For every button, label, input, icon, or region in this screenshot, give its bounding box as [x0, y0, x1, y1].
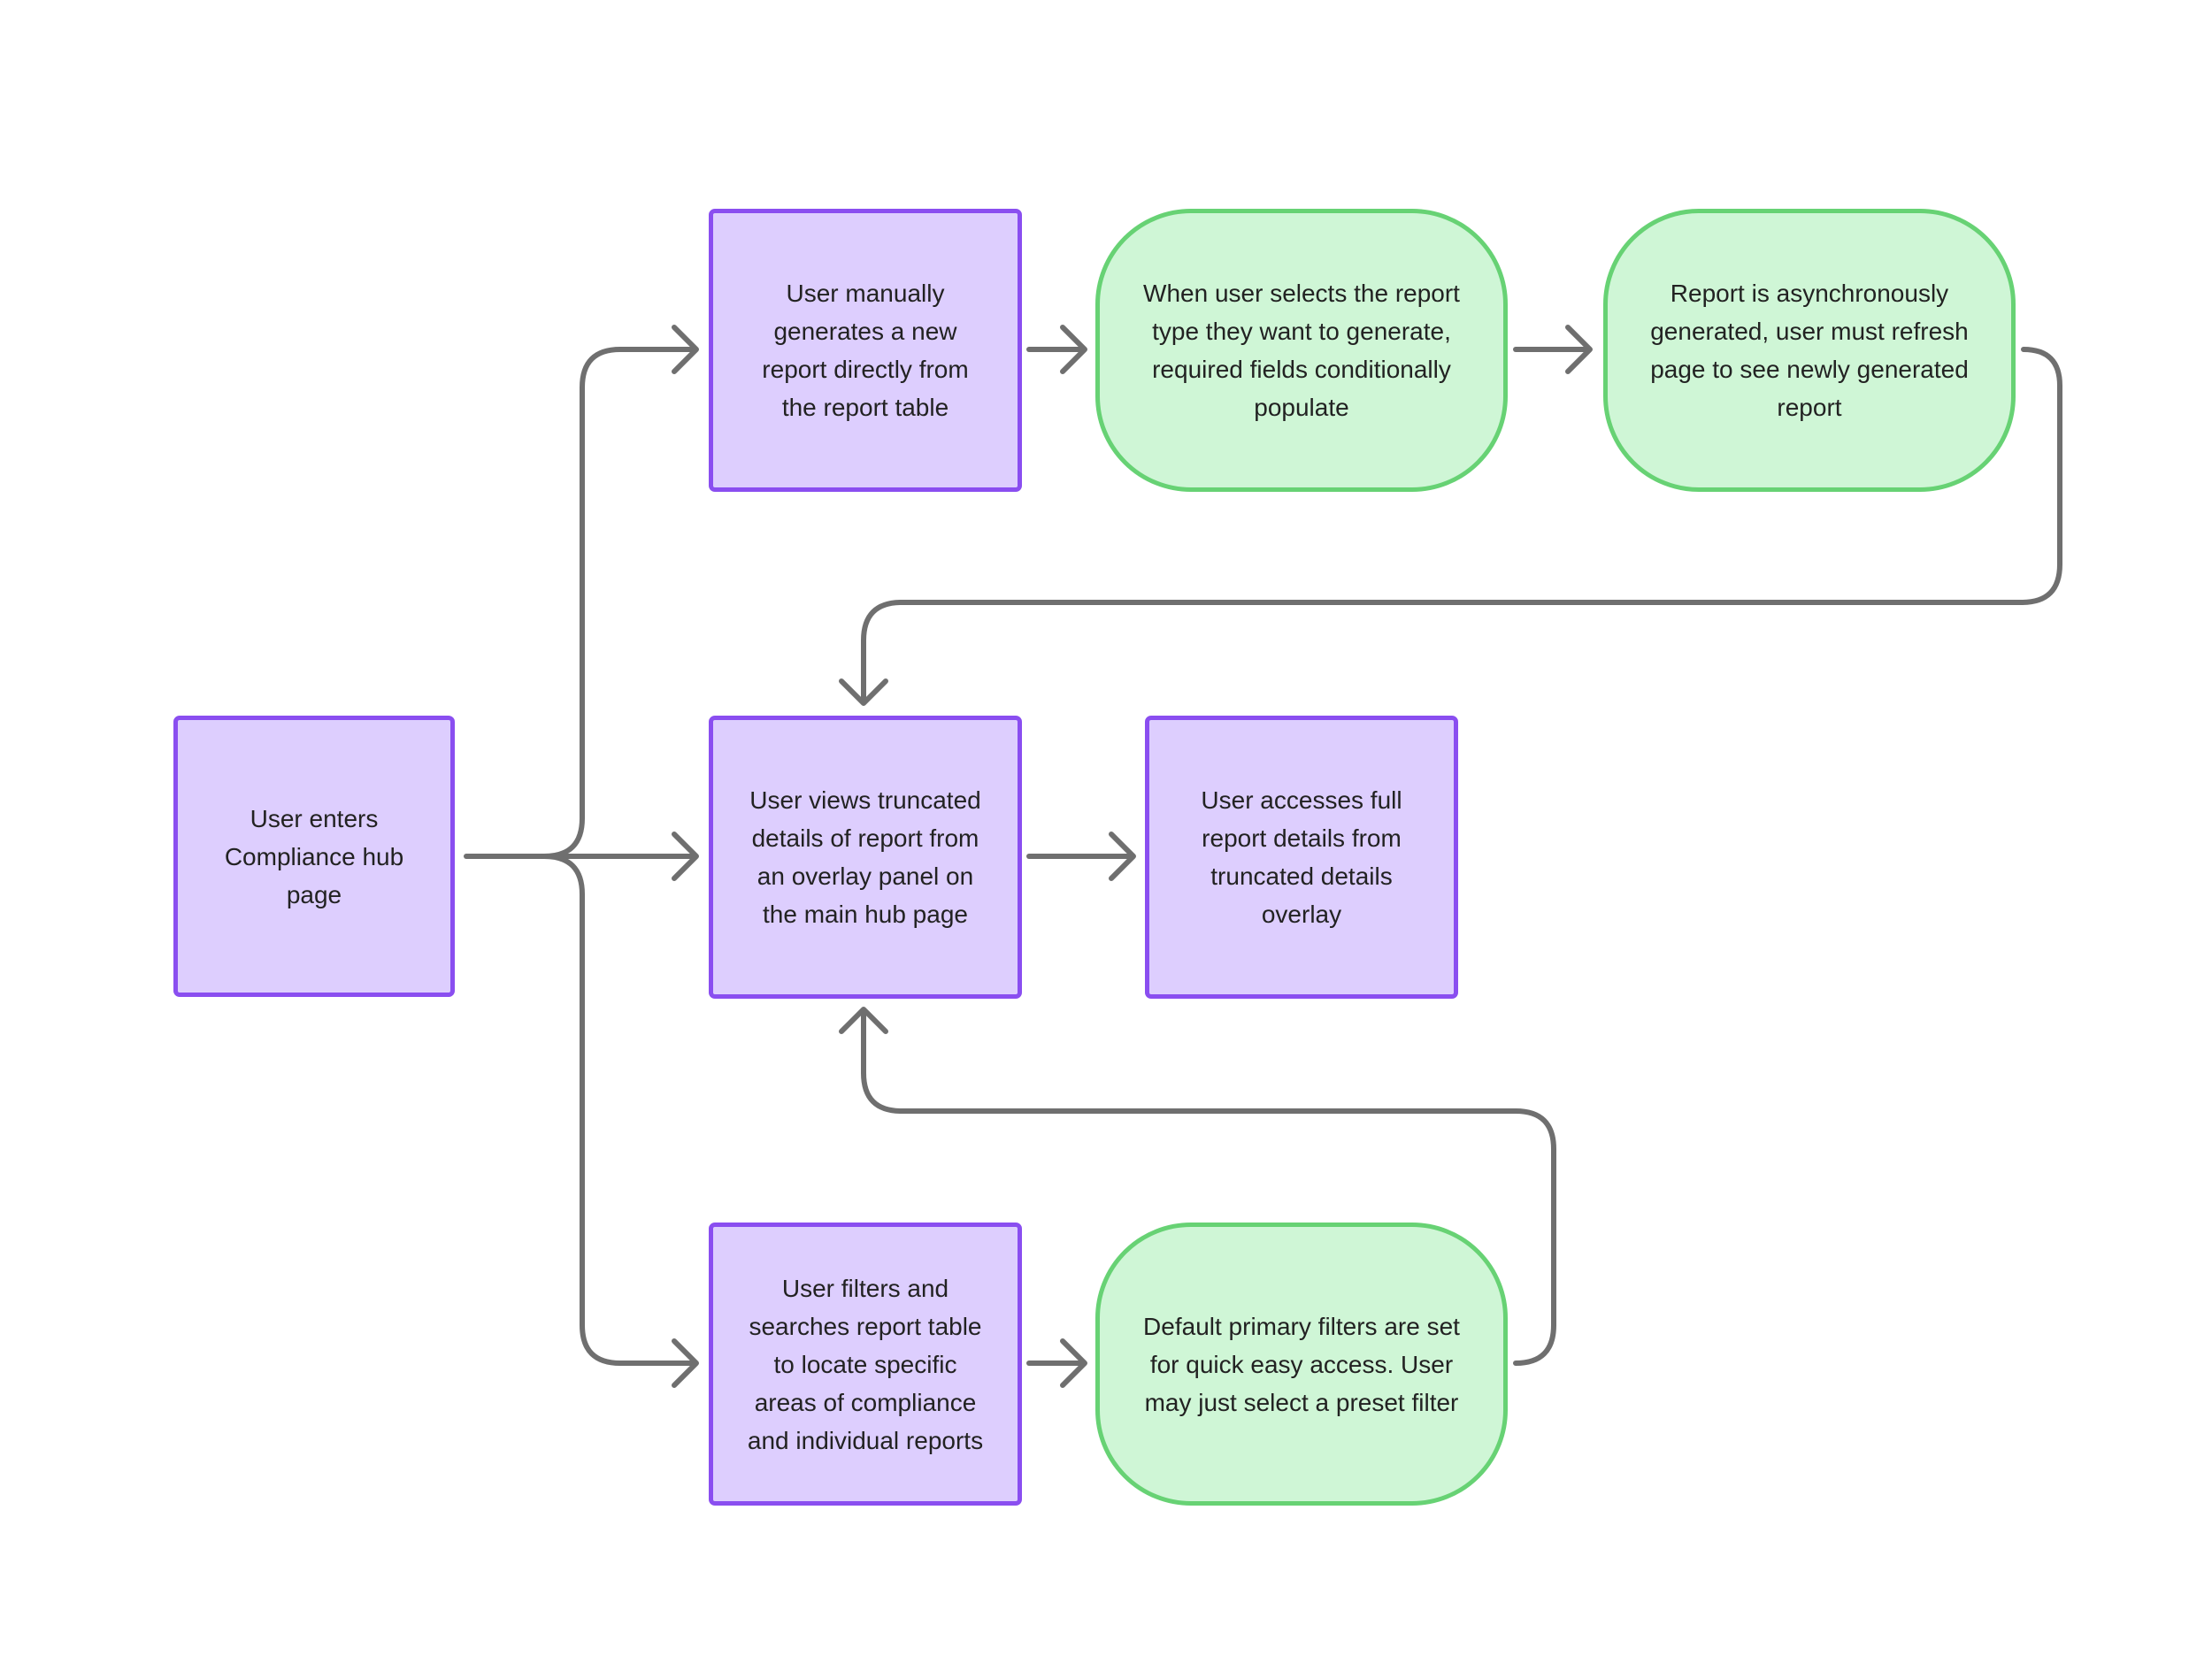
node-access-full: User accesses full report details from t… — [1145, 716, 1458, 999]
node-select-type-label: When user selects the report type they w… — [1143, 280, 1460, 421]
connector-branch-to-filter-search — [541, 854, 697, 1366]
arrowhead-default-filters — [1060, 1338, 1087, 1388]
node-view-truncated-label: User views truncated details of report f… — [749, 786, 981, 928]
node-filter-search-label: User filters and searches report table t… — [747, 1274, 984, 1454]
arrowhead-select-type — [1060, 325, 1087, 374]
connector-default-to-view-truncated — [861, 1008, 1556, 1366]
arrowhead-filter-search — [672, 1338, 699, 1388]
node-async-generated-label: Report is asynchronously generated, user… — [1650, 280, 1969, 421]
node-manual-generate-label: User manually generates a new report dir… — [762, 280, 969, 421]
node-filter-search: User filters and searches report table t… — [709, 1223, 1022, 1506]
arrowhead-access-full — [1109, 832, 1136, 881]
node-enter-hub: User enters Compliance hub page — [173, 716, 455, 997]
node-manual-generate: User manually generates a new report dir… — [709, 209, 1022, 492]
node-enter-hub-label: User enters Compliance hub page — [224, 804, 404, 908]
node-default-filters: Default primary filters are set for quic… — [1095, 1223, 1508, 1506]
node-select-type: When user selects the report type they w… — [1095, 209, 1508, 492]
arrowhead-manual-generate — [672, 325, 699, 374]
node-access-full-label: User accesses full report details from t… — [1201, 786, 1402, 928]
arrowhead-view-truncated-bottom — [839, 1007, 888, 1034]
node-view-truncated: User views truncated details of report f… — [709, 716, 1022, 999]
connector-branch-to-manual-generate — [541, 347, 697, 859]
node-async-generated: Report is asynchronously generated, user… — [1603, 209, 2016, 492]
arrowhead-view-truncated — [672, 832, 699, 881]
node-default-filters-label: Default primary filters are set for quic… — [1143, 1312, 1460, 1416]
arrowhead-view-truncated-top — [839, 678, 888, 706]
arrowhead-async — [1565, 325, 1593, 374]
connector-async-to-view-truncated — [861, 347, 2062, 704]
